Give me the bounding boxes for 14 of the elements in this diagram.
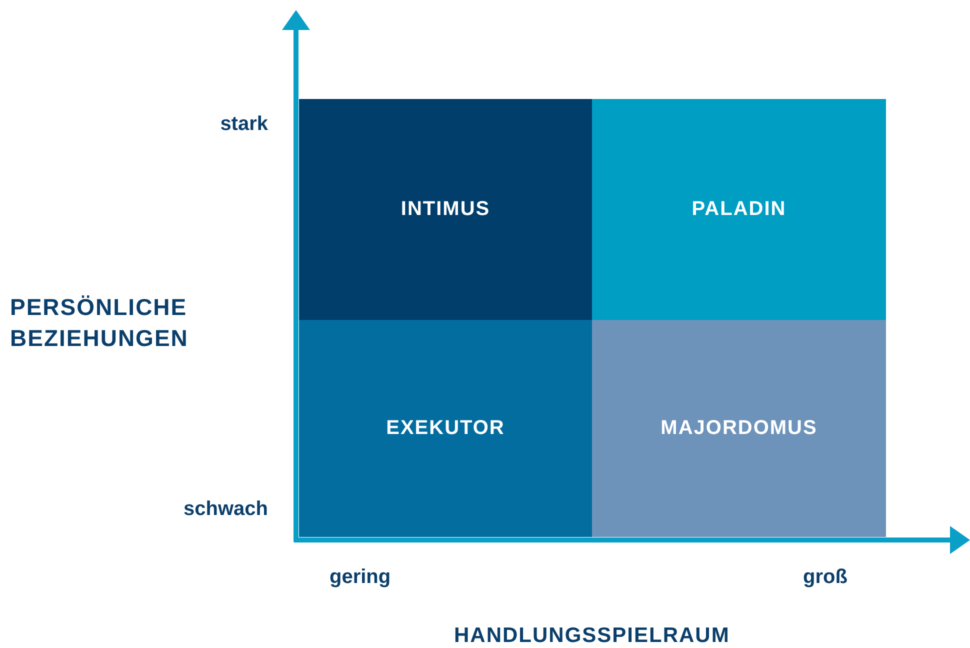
axis-title: HANDLUNGSSPIELRAUM bbox=[454, 624, 730, 648]
quadrant-label: EXEKUTOR bbox=[386, 417, 505, 440]
quadrant-label: MAJORDOMUS bbox=[660, 417, 818, 440]
quadrant-box bbox=[299, 99, 592, 320]
axis-title: PERSÖNLICHE BEZIEHUNGEN bbox=[10, 293, 190, 354]
quadrant-label: PALADIN bbox=[692, 198, 786, 221]
axis-tick-label: schwach bbox=[184, 498, 268, 521]
quadrant-label: INTIMUS bbox=[400, 198, 490, 221]
axis-tick-label: gering bbox=[330, 566, 391, 589]
quadrant-box bbox=[592, 320, 886, 537]
axis-tick-label: stark bbox=[220, 113, 268, 136]
quadrant-box bbox=[592, 99, 886, 320]
quadrant-box bbox=[299, 320, 592, 537]
axis-tick-label: groß bbox=[803, 566, 848, 589]
